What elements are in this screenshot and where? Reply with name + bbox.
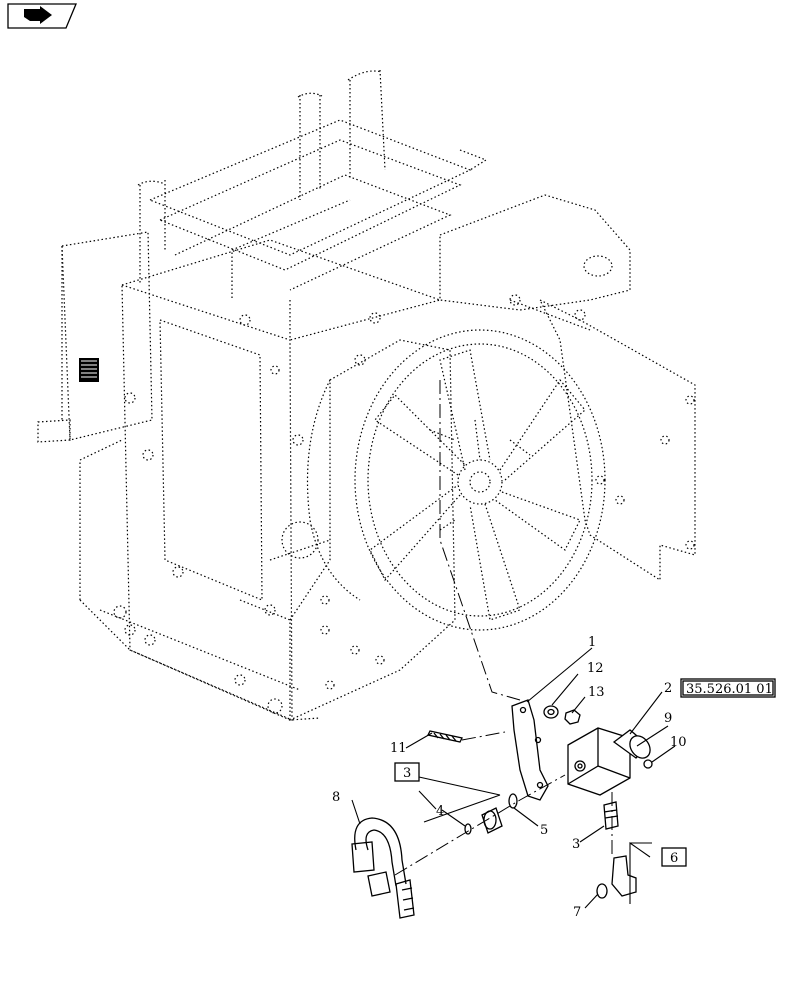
reference-label[interactable]: 35.526.01 01 xyxy=(686,682,773,697)
hatched-square-icon xyxy=(79,358,99,382)
cooling-fan xyxy=(354,329,606,631)
callout-4: 4 xyxy=(436,804,444,819)
callout-2: 2 xyxy=(664,681,672,696)
hydraulic-motor xyxy=(612,729,651,759)
kit-callout-6: 6 xyxy=(661,847,687,867)
callout-5: 5 xyxy=(540,823,548,838)
o-ring xyxy=(464,793,518,835)
callout-3: 3 xyxy=(572,837,580,852)
alignment-line xyxy=(394,774,566,876)
callout-13: 13 xyxy=(588,685,605,700)
screw xyxy=(643,759,653,769)
valve-block xyxy=(567,727,631,796)
callout-8: 8 xyxy=(332,790,340,805)
next-page-arrow-icon[interactable] xyxy=(7,3,77,29)
kit-label-3: 3 xyxy=(403,766,411,781)
callout-7: 7 xyxy=(573,905,581,920)
adapter-fitting xyxy=(481,807,503,834)
callout-1: 1 xyxy=(588,635,596,650)
callout-12: 12 xyxy=(587,661,604,676)
center-line xyxy=(439,380,521,701)
callout-11: 11 xyxy=(390,741,407,756)
radiator-frame-assembly xyxy=(37,69,696,721)
callout-10: 10 xyxy=(670,735,687,750)
reference-link[interactable]: 35.526.01 01 xyxy=(680,678,776,698)
elbow-fitting xyxy=(596,855,637,899)
callout-9: 9 xyxy=(664,711,672,726)
hydraulic-hose xyxy=(351,817,415,919)
straight-fitting xyxy=(603,801,619,830)
mounting-bracket xyxy=(511,699,549,801)
kit-callout-3: 3 xyxy=(394,762,420,782)
kit-label-6: 6 xyxy=(670,851,678,866)
bolt xyxy=(427,730,506,743)
washer xyxy=(543,705,559,719)
callout-leaders xyxy=(351,647,676,909)
